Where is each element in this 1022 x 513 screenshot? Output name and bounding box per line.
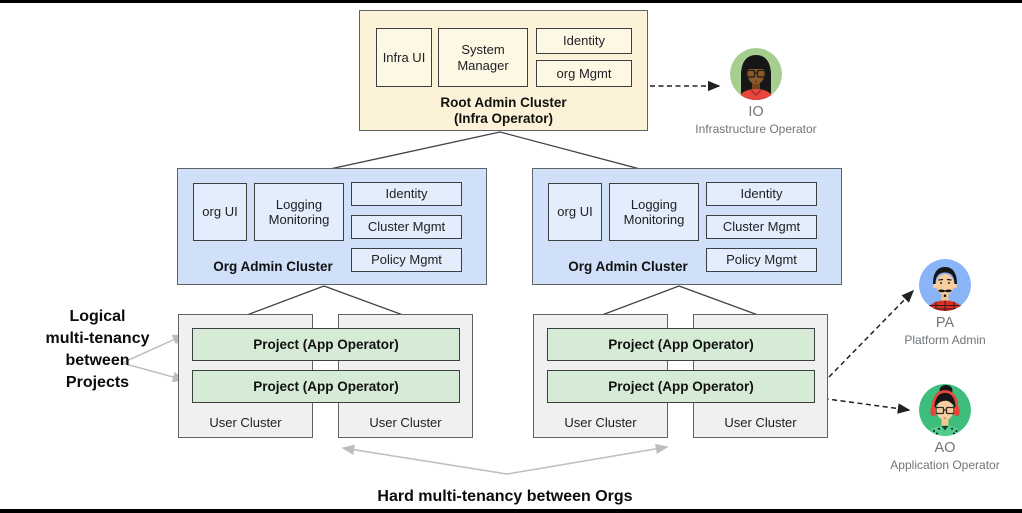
pa-avatar-icon bbox=[919, 259, 971, 311]
component-label: org UI bbox=[202, 204, 238, 220]
user-cluster-label: User Cluster bbox=[369, 415, 442, 430]
component-label: org UI bbox=[557, 204, 593, 220]
project-bar: Project (App Operator) bbox=[547, 370, 815, 403]
persona-role: Infrastructure Operator bbox=[695, 122, 817, 136]
component-logging-monitoring: Logging Monitoring bbox=[254, 183, 344, 241]
component-policy-mgmt: Policy Mgmt bbox=[706, 248, 817, 272]
component-identity: Identity bbox=[351, 182, 462, 206]
component-system-manager: System Manager bbox=[438, 28, 528, 87]
persona-io: IO Infrastructure Operator bbox=[676, 48, 836, 136]
component-label: Policy Mgmt bbox=[726, 252, 797, 268]
org-admin-cluster-right: org UI Logging Monitoring Identity Clust… bbox=[532, 168, 842, 285]
hard-multitenancy-label: Hard multi-tenancy between Orgs bbox=[377, 488, 633, 505]
component-infra-ui: Infra UI bbox=[376, 28, 432, 87]
root-cluster-title: Root Admin Cluster (Infra Operator) bbox=[360, 95, 647, 127]
component-identity: Identity bbox=[536, 28, 632, 54]
persona-initials: IO bbox=[748, 104, 764, 120]
component-org-mgmt: org Mgmt bbox=[536, 60, 632, 87]
component-label: Identity bbox=[385, 186, 428, 202]
component-cluster-mgmt: Cluster Mgmt bbox=[351, 215, 462, 239]
component-logging-monitoring: Logging Monitoring bbox=[609, 183, 699, 241]
project-label: Project (App Operator) bbox=[608, 337, 754, 352]
component-label: Identity bbox=[563, 33, 605, 49]
component-org-ui: org UI bbox=[193, 183, 247, 241]
persona-ao: AO Application Operator bbox=[875, 384, 1015, 472]
logical-line-3: between bbox=[65, 352, 130, 369]
component-label: System Manager bbox=[457, 42, 509, 73]
project-label: Project (App Operator) bbox=[608, 379, 754, 394]
component-label: Policy Mgmt bbox=[371, 252, 442, 268]
component-identity: Identity bbox=[706, 182, 817, 206]
project-bar: Project (App Operator) bbox=[192, 370, 460, 403]
persona-initials: PA bbox=[935, 315, 955, 331]
ao-avatar-icon bbox=[919, 384, 971, 436]
component-label: Cluster Mgmt bbox=[367, 219, 446, 235]
logical-multitenancy-label: Logical multi-tenancy between Projects bbox=[10, 306, 185, 394]
logical-line-2: multi-tenancy bbox=[45, 330, 150, 347]
project-bar: Project (App Operator) bbox=[192, 328, 460, 361]
persona-initials: AO bbox=[934, 440, 956, 456]
component-label: Infra UI bbox=[382, 49, 426, 65]
bottom-border bbox=[0, 509, 1022, 513]
io-avatar-icon bbox=[730, 48, 782, 100]
org-admin-cluster-left: org UI Logging Monitoring Identity Clust… bbox=[177, 168, 487, 285]
org-cluster-title: Org Admin Cluster bbox=[568, 259, 688, 274]
top-border bbox=[0, 0, 1022, 3]
project-label: Project (App Operator) bbox=[253, 379, 399, 394]
root-cluster-title-line1: Root Admin Cluster bbox=[440, 95, 567, 110]
logical-line-1: Logical bbox=[69, 308, 126, 325]
arrow-hard-right bbox=[506, 443, 669, 475]
root-admin-cluster: Infra UI System Manager Identity org Mgm… bbox=[359, 10, 648, 131]
component-cluster-mgmt: Cluster Mgmt bbox=[706, 215, 817, 239]
org-cluster-title: Org Admin Cluster bbox=[213, 259, 333, 274]
user-cluster-label: User Cluster bbox=[724, 415, 797, 430]
project-bar: Project (App Operator) bbox=[547, 328, 815, 361]
user-cluster-label: User Cluster bbox=[564, 415, 637, 430]
persona-role: Platform Admin bbox=[904, 333, 986, 347]
persona-pa: PA Platform Admin bbox=[875, 259, 1015, 347]
persona-role: Application Operator bbox=[890, 458, 1000, 472]
component-label: Identity bbox=[740, 186, 783, 202]
root-cluster-title-line2: (Infra Operator) bbox=[453, 111, 553, 126]
arrow-hard-left bbox=[341, 444, 508, 475]
component-policy-mgmt: Policy Mgmt bbox=[351, 248, 462, 272]
component-label: Logging Monitoring bbox=[268, 196, 330, 227]
component-org-ui: org UI bbox=[548, 183, 602, 241]
project-label: Project (App Operator) bbox=[253, 337, 399, 352]
user-cluster-label: User Cluster bbox=[209, 415, 282, 430]
component-label: Logging Monitoring bbox=[623, 196, 685, 227]
component-label: org Mgmt bbox=[556, 65, 612, 81]
component-label: Cluster Mgmt bbox=[722, 219, 801, 235]
logical-line-4: Projects bbox=[65, 374, 130, 391]
